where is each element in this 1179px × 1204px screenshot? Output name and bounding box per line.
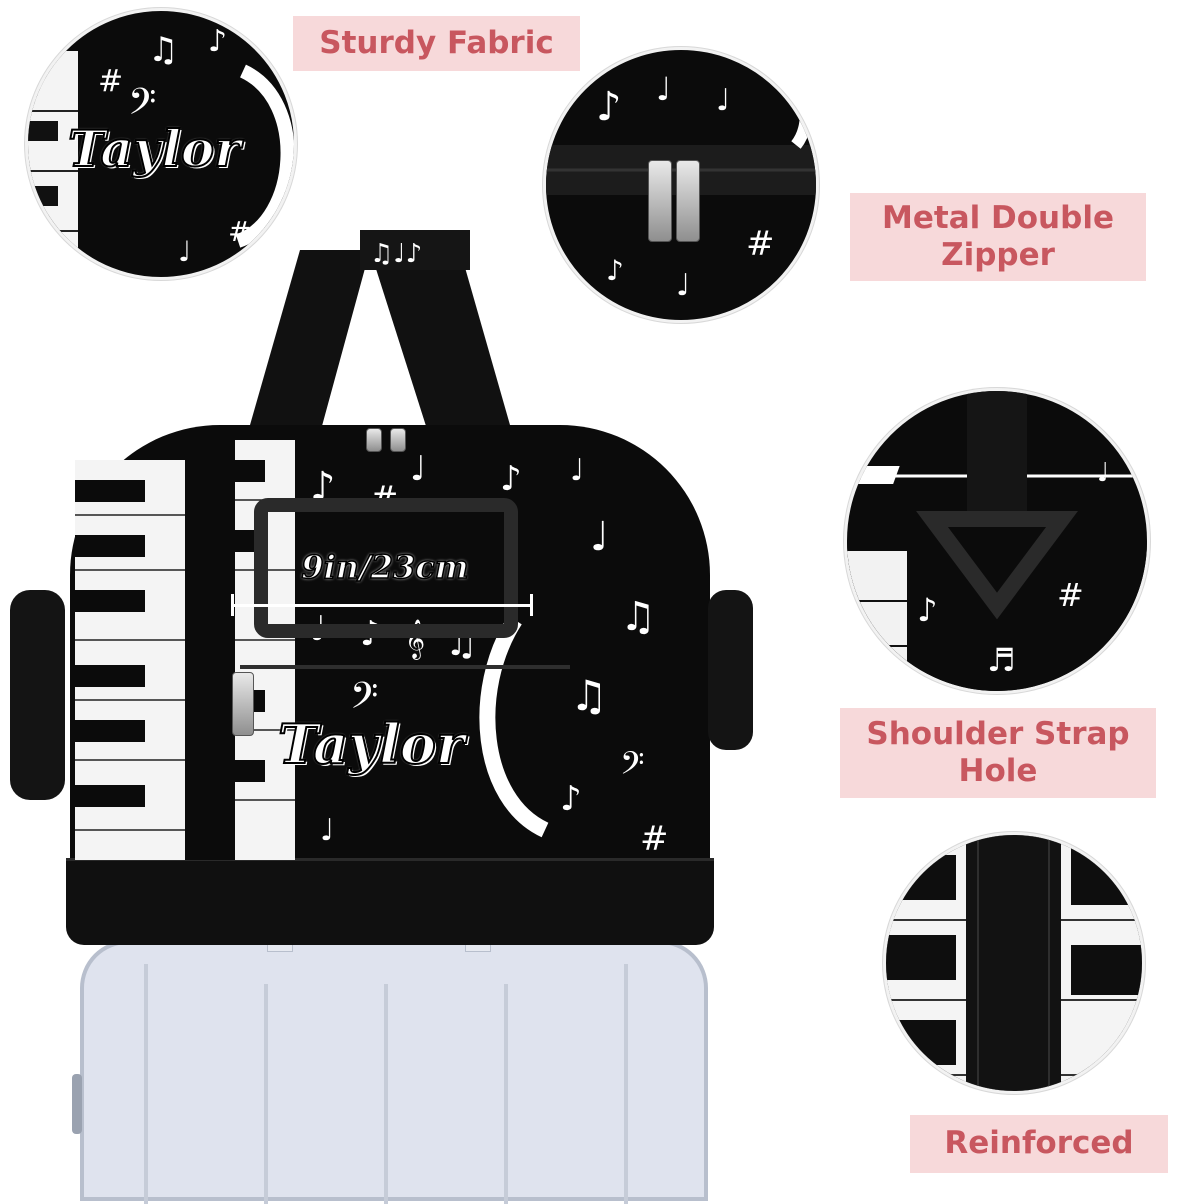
svg-text:♪: ♪ (208, 24, 227, 59)
strap-hole-detail-circle: ♪ # ♬ ♩ (844, 388, 1150, 694)
suitcase-ridge (144, 964, 148, 1204)
svg-text:♪: ♪ (917, 591, 937, 629)
shoulder-strap-hole-label: Shoulder Strap Hole (840, 708, 1156, 798)
music-notes-print: ♪ # ♩ ♪ ♩ ♩ ♫ ♫ ♩ ♪ 𝄞 ♫ 𝄢 𝄢 # ♩ ♪ (310, 449, 669, 859)
zipper-detail-circle: ♪ ♩ ♩ # ♩ ♪ (543, 47, 819, 323)
sturdy-fabric-label: Sturdy Fabric (293, 16, 580, 71)
top-zipper-pull-left (366, 428, 382, 452)
svg-text:#: # (746, 224, 775, 264)
svg-text:♫: ♫ (570, 671, 608, 720)
suitcase-ridge (504, 984, 508, 1204)
svg-text:♩: ♩ (178, 235, 191, 268)
reinforced-label: Reinforced (910, 1115, 1168, 1173)
svg-text:♩: ♩ (676, 268, 690, 303)
dimension-tick-left (231, 594, 234, 616)
dimension-tick-right (530, 594, 533, 616)
front-pocket-zipper (240, 665, 570, 669)
svg-text:♩: ♩ (656, 70, 671, 108)
svg-text:#: # (98, 64, 123, 99)
zipper-pull-left (648, 160, 672, 242)
svg-text:♫: ♫ (148, 30, 178, 70)
shoulder-strap-line1: Shoulder Strap (866, 715, 1130, 752)
metal-double-zipper-label: Metal Double Zipper (850, 193, 1146, 281)
svg-text:♩: ♩ (320, 813, 334, 848)
metal-zipper-line2: Zipper (941, 237, 1055, 273)
svg-text:♬: ♬ (987, 641, 1016, 679)
metal-zipper-line1: Metal Double (882, 199, 1114, 236)
svg-text:𝄢: 𝄢 (620, 745, 644, 789)
reinforced-detail-circle (883, 832, 1145, 1094)
suitcase-ridge (264, 984, 268, 1204)
suitcase (72, 940, 708, 1204)
sturdy-fabric-text: Sturdy Fabric (319, 24, 554, 61)
svg-text:#: # (1057, 576, 1084, 614)
dimension-line (232, 604, 532, 607)
suitcase-latch (72, 1074, 82, 1134)
suitcase-ridge (624, 964, 628, 1204)
shoulder-strap-right (708, 590, 753, 750)
bag-name-print: Taylor (277, 711, 465, 777)
svg-text:♪: ♪ (606, 254, 624, 287)
svg-text:♩: ♩ (590, 514, 609, 560)
svg-text:♩: ♩ (716, 83, 730, 118)
strap-hole-pattern: ♪ # ♬ ♩ (847, 391, 1147, 691)
bag-handles: ♫♩♪ (240, 230, 520, 470)
bag-bottom-compartment (66, 858, 714, 945)
svg-text:♪: ♪ (596, 84, 622, 130)
dimension-label: 9in/23cm (301, 547, 470, 587)
front-zipper-pull (232, 672, 254, 736)
top-zipper-pull-right (390, 428, 406, 452)
shoulder-strap-left (10, 590, 65, 800)
reinforced-text: Reinforced (944, 1125, 1134, 1162)
svg-text:♫: ♫ (620, 594, 656, 640)
svg-text:♫♩♪: ♫♩♪ (370, 239, 422, 269)
front-pocket-handle (254, 498, 518, 638)
svg-text:♩: ♩ (570, 453, 584, 488)
svg-text:♩: ♩ (1097, 458, 1109, 488)
svg-text:♪: ♪ (500, 459, 522, 499)
svg-text:♩: ♩ (410, 449, 426, 489)
reinforced-pattern (886, 835, 1142, 1091)
shoulder-strap-line2: Hole (958, 753, 1038, 789)
fabric-name-print: Taylor (67, 118, 242, 179)
svg-text:𝄢: 𝄢 (128, 81, 156, 132)
svg-text:♪: ♪ (560, 779, 582, 819)
zipper-pull-right (676, 160, 700, 242)
svg-text:𝄢: 𝄢 (350, 675, 378, 726)
suitcase-ridge (384, 984, 388, 1204)
svg-text:#: # (640, 819, 669, 859)
